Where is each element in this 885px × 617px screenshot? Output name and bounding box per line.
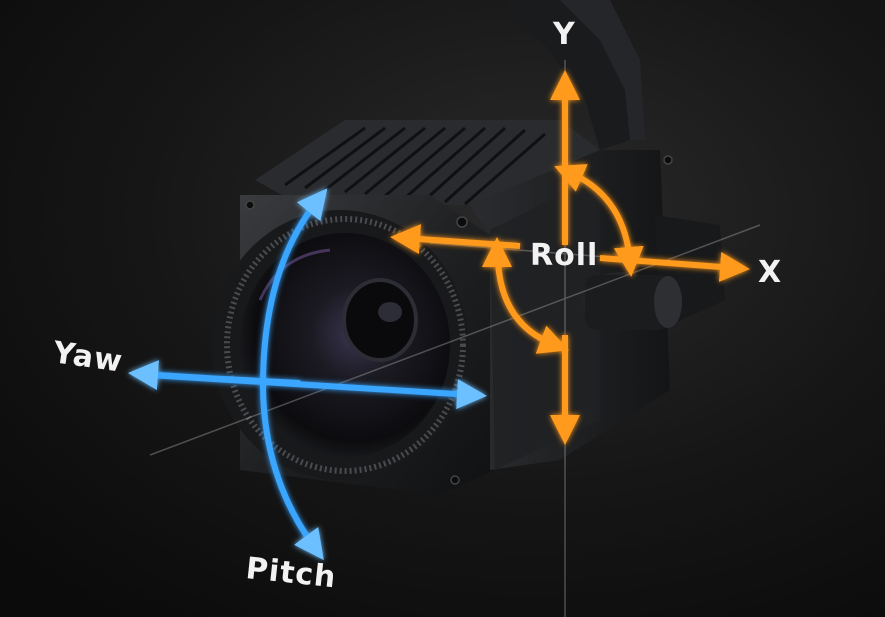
blue-axes [128,188,487,561]
roll-arc-lower [495,261,570,354]
roll-label: Roll [530,238,598,273]
y-axis-label: Y [552,17,576,52]
orange-axes [390,70,750,445]
x-axis-label: X [758,255,782,290]
yaw-arrow-left [128,360,301,391]
pitch-arrow-up [259,188,328,391]
pitch-arrow-down [260,389,324,561]
camera-lens [212,210,468,480]
